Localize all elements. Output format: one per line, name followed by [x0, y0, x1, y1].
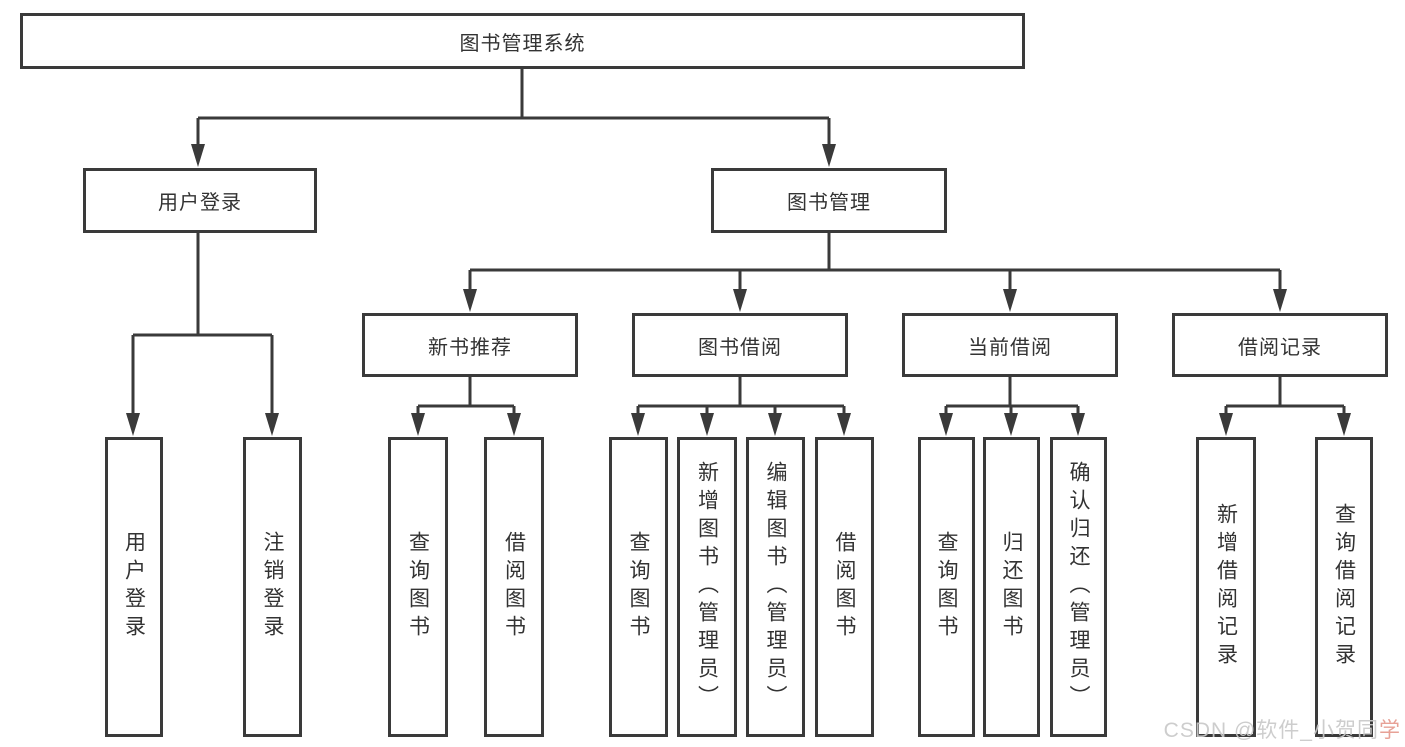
node-current-borrowing: 当前借阅 [902, 313, 1118, 377]
node-leaf-confirm-return-admin: 确认归还（管理员） [1050, 437, 1107, 737]
node-leaf-edit-book-admin: 编辑图书（管理员） [746, 437, 805, 737]
node-leaf-add-book-admin: 新增图书（管理员） [677, 437, 737, 737]
watermark-text: CSDN @软件_小贺同 [1163, 719, 1379, 742]
node-leaf-borrow-book-2: 借阅图书 [815, 437, 874, 737]
node-leaf-query-borrow-record: 查询借阅记录 [1315, 437, 1373, 737]
node-library-system: 图书管理系统 [20, 13, 1025, 69]
node-leaf-query-book-1: 查询图书 [388, 437, 448, 737]
node-leaf-query-book-3: 查询图书 [918, 437, 975, 737]
node-borrowing-records: 借阅记录 [1172, 313, 1388, 377]
node-new-book-recommend: 新书推荐 [362, 313, 578, 377]
node-leaf-logout: 注销登录 [243, 437, 302, 737]
node-leaf-user-login: 用户登录 [105, 437, 163, 737]
node-leaf-borrow-book-1: 借阅图书 [484, 437, 544, 737]
node-user-login: 用户登录 [83, 168, 317, 233]
watermark-accent: 学 [1379, 719, 1401, 742]
arrowheads [126, 144, 1351, 436]
node-book-borrowing: 图书借阅 [632, 313, 848, 377]
node-leaf-query-book-2: 查询图书 [609, 437, 668, 737]
node-book-management: 图书管理 [711, 168, 947, 233]
node-leaf-return-book: 归还图书 [983, 437, 1040, 737]
csdn-watermark: CSDN @软件_小贺同学 [1164, 714, 1401, 744]
node-leaf-add-borrow-record: 新增借阅记录 [1196, 437, 1256, 737]
